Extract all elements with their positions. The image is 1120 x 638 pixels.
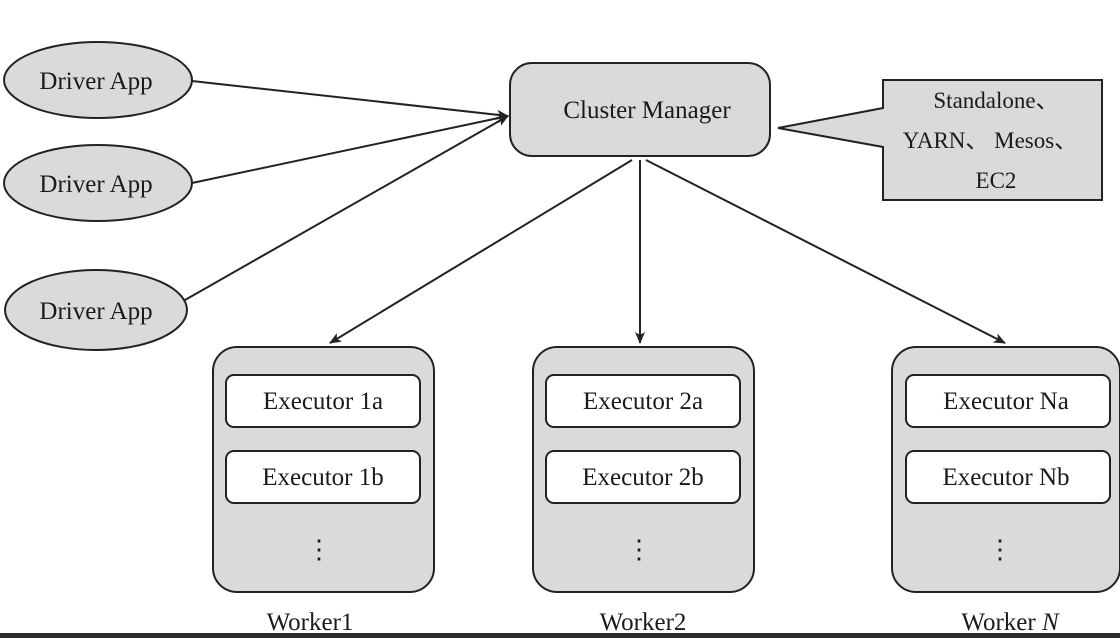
arrow-driver2-to-cluster-manager [191, 113, 509, 184]
arrow-driver1-to-cluster-manager [191, 80, 509, 120]
worker-node-n: Executor Na Executor Nb ⋮ [891, 346, 1120, 593]
workerN-label: Worker N [961, 609, 1060, 636]
worker2-label: Worker2 [600, 609, 687, 636]
executor-label: Executor 1b [262, 464, 383, 491]
executor-box [225, 450, 421, 504]
executor-label: Executor Na [943, 388, 1069, 415]
more-executors-ellipsis: ⋮ [987, 535, 1013, 564]
driver-app-label: Driver App [39, 298, 152, 325]
arrow-cluster-manager-to-workerN [645, 159, 1006, 344]
executor-box [905, 450, 1111, 504]
callout-line-2: YARN、 Mesos、 [903, 128, 1077, 153]
arrow-driver3-to-cluster-manager [184, 115, 509, 301]
executor-box [905, 374, 1111, 428]
workerN-label-prefix: Worker [961, 609, 1042, 636]
executor-box [545, 450, 741, 504]
more-executors-ellipsis: ⋮ [626, 535, 652, 564]
callout-line-1: Standalone、 [933, 88, 1058, 113]
worker1-label: Worker1 [267, 609, 354, 636]
arrow-cluster-manager-to-worker1 [329, 159, 633, 344]
worker-node-2: Executor 2a Executor 2b ⋮ [532, 346, 755, 593]
executor-box [545, 374, 741, 428]
executor-label: Executor 1a [263, 388, 383, 415]
more-executors-ellipsis: ⋮ [306, 535, 332, 564]
callout-line-3: EC2 [976, 168, 1017, 193]
driver-app-label: Driver App [39, 171, 152, 198]
cluster-manager-node: Cluster Manager [509, 62, 771, 157]
executor-label: Executor 2a [583, 388, 703, 415]
bottom-border [0, 633, 1120, 638]
driver-app-node-1: Driver App [3, 41, 193, 119]
executor-label: Executor 2b [582, 464, 703, 491]
driver-app-node-2: Driver App [3, 144, 193, 222]
cluster-manager-types-callout: Standalone、 YARN、 Mesos、 EC2 [777, 79, 1103, 201]
workerN-label-index: N [1041, 609, 1060, 636]
cluster-manager-label: Cluster Manager [563, 97, 731, 124]
driver-app-label: Driver App [39, 68, 152, 95]
driver-app-node-3: Driver App [4, 269, 188, 351]
worker-node-1: Executor 1a Executor 1b ⋮ [212, 346, 435, 593]
executor-label: Executor Nb [942, 464, 1069, 491]
executor-box [225, 374, 421, 428]
